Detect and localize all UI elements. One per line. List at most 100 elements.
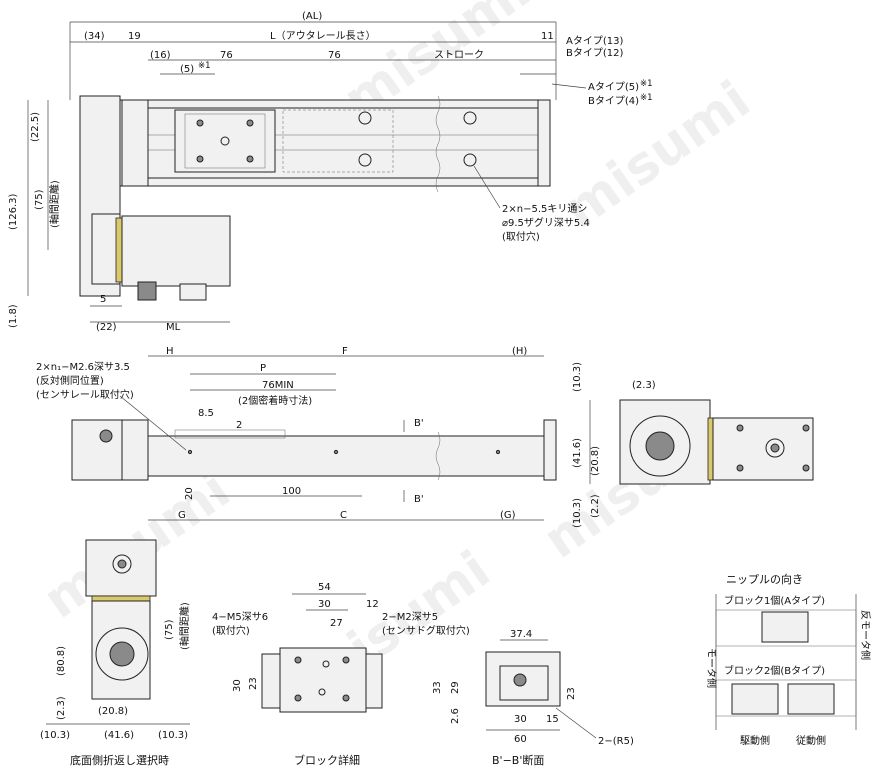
end-dim-10-3b: (10.3) [572,498,583,528]
a-type-13: Aタイプ(13) [566,35,623,47]
fold-dim-10-3a: (10.3) [40,730,70,741]
block-dim-27: 27 [330,618,343,629]
dim-126-3: (126.3) [8,193,19,230]
dim-g: G [178,510,186,521]
block-detail: 54 30 12 27 4−M5深サ6 (取付穴) 2−M2深サ5 (センサドグ… [212,582,470,767]
block-m5-2: (取付穴) [212,624,250,637]
nipple-drive: 駆動側 [740,734,770,747]
a-type-5: Aタイプ(5) [588,81,639,93]
section-mark-bottom: B' [414,494,424,505]
fold-dim-2-3: (2.3) [56,696,67,720]
dim-76a: 76 [220,50,233,61]
dim-5b: 5 [100,294,106,305]
nipple-driven: 従動側 [796,734,826,747]
nipple-motor-side: モータ側 [705,648,718,688]
nipple-block-b2 [787,683,835,715]
note-1b: ※1 [640,79,653,89]
dim-22: (22) [96,322,117,333]
nipple-two: ブロック2個(Bタイプ) [724,664,825,677]
top-view: (AL) (34) 19 L（アウタレール長さ） 11 Aタイプ(13) Bタイ… [8,11,653,333]
side-motor-bracket [71,419,123,481]
nipple-title: ニップルの向き [726,572,803,586]
motor-flange [115,217,123,283]
end-motor [712,417,814,481]
dim-ml: ML [166,322,181,333]
coupling-housing [91,213,121,285]
section-view: 37.4 33 29 23 2.6 30 15 60 2−(R5) B'−B'断… [432,629,634,767]
dim-2: 2 [236,420,242,431]
dim-p: P [260,363,266,374]
note-1: ※1 [198,61,211,71]
nipple-one: ブロック1個(Aタイプ) [724,594,825,607]
section-caption: B'−B'断面 [492,753,544,767]
fold-view: (75) (軸間距離) (80.8) (2.3) (20.8) (10.3) (… [40,539,191,767]
dim-8-5: 8.5 [198,408,214,419]
b-type-12: Bタイプ(12) [566,47,623,59]
block-body [279,647,367,713]
sec-dim-2-6: 2.6 [450,708,461,724]
end-dim-20-8: (20.8) [590,446,601,476]
block-caption: ブロック詳細 [294,753,360,767]
fold-dim-10-3b: (10.3) [158,730,188,741]
note-1c: ※1 [640,93,653,103]
nipple-opp-side: 反モータ側 [859,610,872,660]
block-dim-23: 23 [248,677,259,690]
sec-dim-37-4: 37.4 [510,629,532,640]
block-m5-1: 4−M5深サ6 [212,611,268,623]
block-m2-1: 2−M2深サ5 [382,611,438,623]
watermark-text: misumi [553,70,761,241]
dim-75: (75) [34,189,45,210]
side-rail [147,435,545,477]
dim-1-8: (1.8) [8,304,19,328]
fold-dim-41-6: (41.6) [104,730,134,741]
dim-11: 11 [541,31,554,42]
tap-note-3: (センサレール取付穴) [36,388,134,401]
end-dim-2-3: (2.3) [632,380,656,391]
stroke-label: ストローク [434,49,484,61]
dim-34: (34) [84,31,105,42]
end-cap [121,99,149,187]
fold-dim-80-8: (80.8) [56,646,67,676]
dim-76min: 76MIN [262,380,294,391]
dim-h2: (H) [512,346,527,357]
section-mark-top: B' [414,418,424,429]
end-view: (10.3) (2.3) (41.6) (20.8) (10.3) (2.2) [572,362,814,528]
dim-16: (16) [150,50,171,61]
sec-dim-23: 23 [566,687,577,700]
nipple-panel: ニップルの向き ブロック1個(Aタイプ) ブロック2個(Bタイプ) モータ側 反… [705,572,872,747]
fold-axis-dist: (軸間距離) [178,602,191,650]
dim-5: (5) [180,64,194,75]
hole-note-1: 2×n−5.5キリ通シ [502,203,587,215]
end-dim-10-3a: (10.3) [572,362,583,392]
dim-f: F [342,346,348,357]
sec-dim-33: 33 [432,681,443,694]
b-type-4: Bタイプ(4) [588,95,639,107]
block-dim-54: 54 [318,582,331,593]
axis-distance: (軸間距離) [48,180,61,228]
motor-body [121,215,231,287]
dim-100: 100 [282,486,301,497]
fold-dim-75: (75) [164,619,175,640]
block-m2-2: (センサドグ取付穴) [382,624,470,637]
side-view: H F (H) P 76MIN (2個密着時寸法) 8.5 2 2×n₁−M2.… [36,346,557,521]
end-dim-2-2: (2.2) [590,494,601,518]
hole-note-2: ⌀9.5ザグリ深サ5.4 [502,216,590,229]
sec-r5: 2−(R5) [598,736,634,747]
dim-76min-note: (2個密着時寸法) [238,394,312,407]
sec-dim-60: 60 [514,734,527,745]
dim-c: C [340,510,347,521]
tap-note-1: 2×n₁−M2.6深サ3.5 [36,361,130,373]
dim-al: (AL) [302,11,322,22]
nipple-block-b1 [731,683,779,715]
tap-note-2: (反対側同位置) [36,374,104,387]
fold-caption: 底面側折返し選択時 [70,753,169,767]
dim-l: L（アウタレール長さ） [270,30,376,42]
sec-dim-29: 29 [450,681,461,694]
block-dim-30: 30 [318,599,331,610]
dim-76b: 76 [328,50,341,61]
sec-dim-15: 15 [546,714,559,725]
dim-22-5: (22.5) [30,112,41,142]
hole-note-3: (取付穴) [502,230,540,243]
dim-20: 20 [184,487,195,500]
